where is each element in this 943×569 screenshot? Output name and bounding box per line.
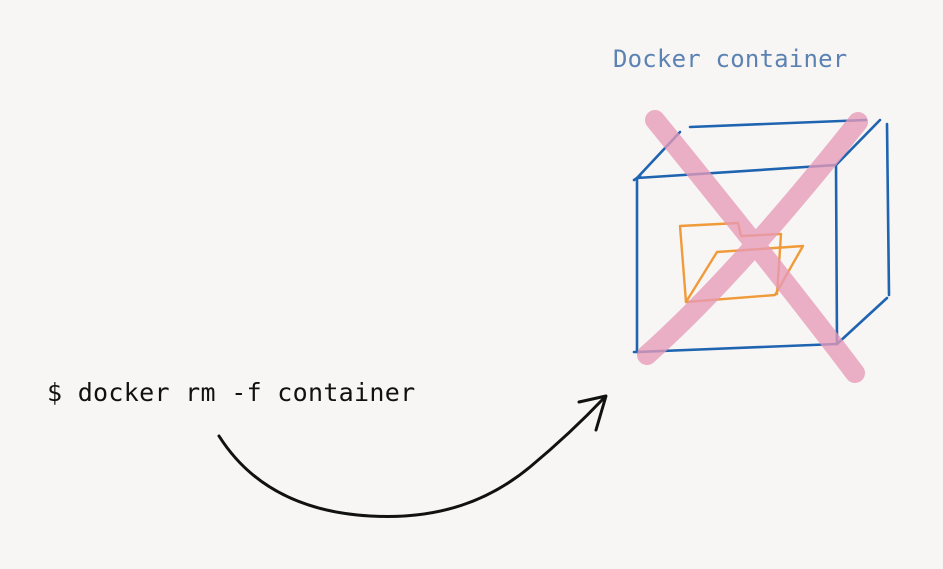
cube-corner-tick-left: [632, 174, 642, 182]
cube-back-top-edge: [688, 118, 868, 129]
curved-arrow-icon: [217, 394, 608, 518]
delete-cross-icon: [637, 110, 868, 383]
cube-edge-bottom-right: [835, 296, 889, 346]
cross-stroke-2: [637, 112, 868, 365]
folder-front: [684, 244, 805, 304]
cube-back-right-edge: [885, 122, 891, 297]
arrow-curve: [217, 396, 606, 518]
cube-edge-top-right: [834, 118, 882, 167]
docker-container-label: Docker container: [613, 45, 848, 73]
arrow-head: [577, 394, 608, 432]
docker-rm-command: $ docker rm -f container: [47, 378, 416, 407]
